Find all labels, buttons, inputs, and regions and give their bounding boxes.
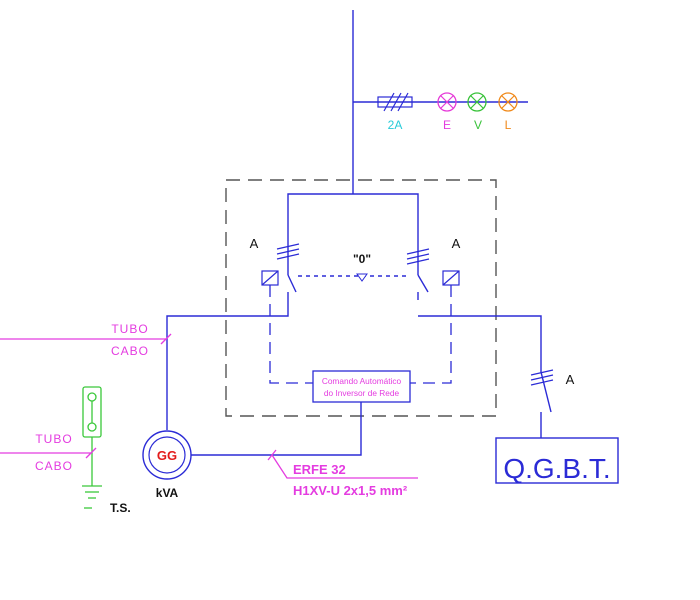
cable-annotation-lower-tick [85,447,97,459]
controller-label-line1: Comando Automático [322,376,402,386]
qgbt-panel-box [495,437,619,484]
left-switch-icon [261,243,300,293]
cable-lower-tubo: TUBO [35,432,72,446]
load-feed-line [418,315,542,372]
lamp-v-label: V [474,118,482,132]
ground-rod-icon [82,386,102,438]
fuse-label: 2A [388,118,403,132]
automatic-controller-box [312,370,411,403]
qgbt-breaker-icon [530,369,554,413]
right-switch-icon [406,248,460,293]
cable-upper-cabo: CABO [111,344,149,358]
lamp-e-label: E [443,118,451,132]
fuse-icon [377,92,413,112]
cable-annotation-upper-tick [160,333,172,345]
cable-spec-line2: H1XV-U 2x1,5 mm² [293,483,408,498]
qgbt-breaker-label: A [566,372,575,387]
lamp-l-icon [498,92,528,112]
generator-icon [142,430,192,480]
generator-feed-line [166,292,289,430]
ground-label: T.S. [110,501,131,515]
left-switch-label: A [250,236,259,251]
neutral-position-marker [356,273,368,282]
internal-busbar [287,193,419,275]
cable-spec-line1: ERFE 32 [293,462,346,477]
ground-symbol-icon [82,485,102,499]
lamp-e-icon [437,92,466,112]
neutral-position-label: "0" [353,252,371,266]
generator-unit: kVA [156,486,179,500]
cable-upper-tubo: TUBO [111,322,148,336]
control-cable-line [191,402,362,456]
generator-label: GG [157,448,177,463]
controller-label-line2: do Inversor de Rede [324,388,400,398]
lamp-l-label: L [505,118,512,132]
cable-lower-cabo: CABO [35,459,73,473]
control-line-right [410,285,452,384]
qgbt-panel-label: Q.G.B.T. [503,453,610,484]
right-switch-label: A [452,236,461,251]
control-line-left [269,285,313,384]
cable-spec-leader [271,454,418,479]
lamp-v-icon [466,92,498,112]
